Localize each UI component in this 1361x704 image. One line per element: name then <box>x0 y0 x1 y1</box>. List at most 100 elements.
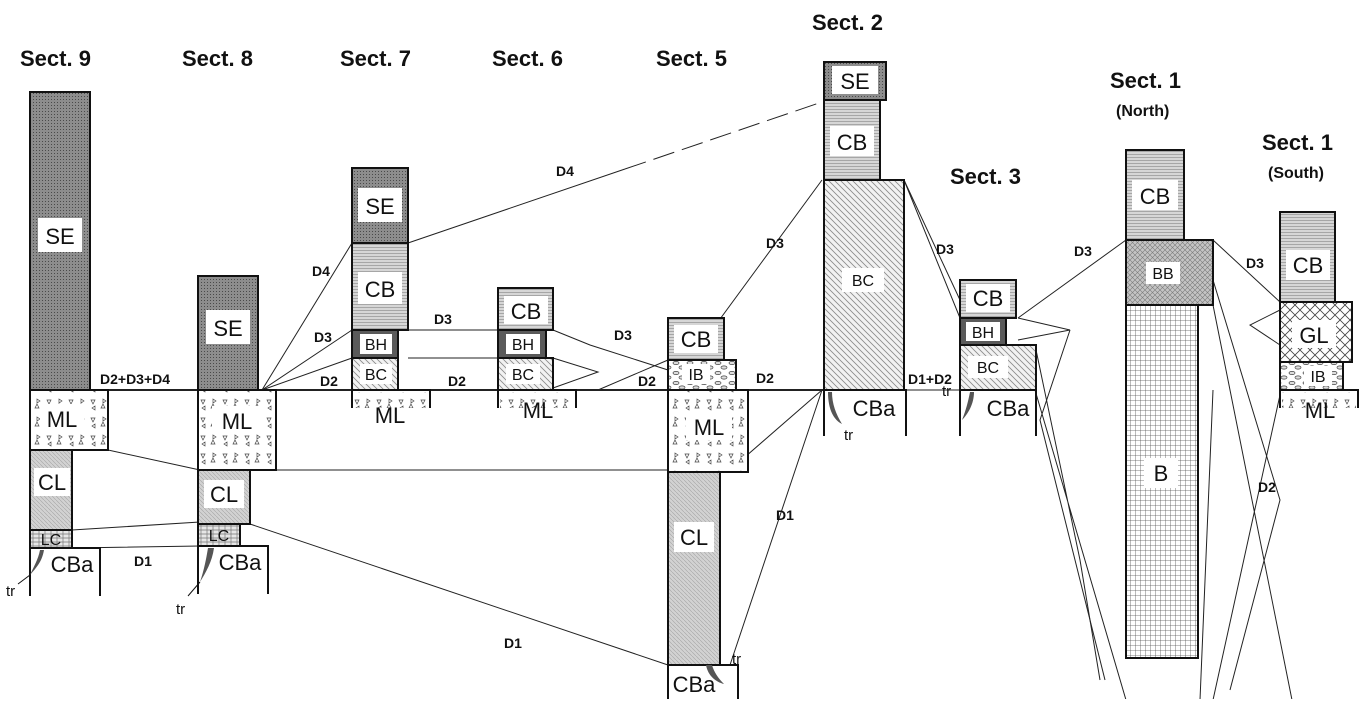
unit-se-label: SE <box>45 224 74 249</box>
unit-ml-label: ML <box>375 403 406 428</box>
disc-label-d2: D2 <box>1258 479 1276 495</box>
d2-line-b <box>1212 279 1281 691</box>
tr-label: tr <box>6 583 15 600</box>
unit-bh-label: BH <box>512 337 534 354</box>
unit-cb-label: CB <box>1293 253 1324 278</box>
tr-label: tr <box>732 651 741 668</box>
disc-label-d3: D3 <box>766 235 784 251</box>
unit-ml-label: ML <box>523 398 554 423</box>
unit-ml <box>497 389 577 408</box>
unit-ml-label: ML <box>222 409 253 434</box>
unit-bc-label: BC <box>852 273 874 290</box>
section-9-title: Sect. 9 <box>20 46 91 71</box>
section-2-title: Sect. 2 <box>812 10 883 35</box>
unit-cba-label: CBa <box>987 396 1031 421</box>
unit-bh-label: BH <box>365 337 387 354</box>
disc-label-d3: D3 <box>614 327 632 343</box>
section-1-north-column: Sect. 1 (North) CB BB B <box>1110 68 1214 659</box>
tr-wedge <box>828 392 842 424</box>
unit-cba-label: CBa <box>219 550 263 575</box>
unit-gl-label: GL <box>1299 323 1328 348</box>
unit-ml-label: ML <box>47 407 78 432</box>
disc-label-d2: D2 <box>638 373 656 389</box>
unit-cb-label: CB <box>681 327 712 352</box>
disc-label-d3: D3 <box>434 311 452 327</box>
section-1-north-title: Sect. 1 <box>1110 68 1181 93</box>
d4-line-solid <box>407 168 626 244</box>
tr-label: tr <box>844 427 853 444</box>
unit-ml <box>351 389 431 408</box>
disc-label-d3: D3 <box>1246 255 1264 271</box>
tr-label: tr <box>176 601 185 618</box>
unit-cl-label: CL <box>680 525 708 550</box>
discontinuity-labels: D2+D3+D4 D1 D4 D3 D2 D3 D2 D4 D3 D2 D1 D… <box>100 163 1276 651</box>
unit-bc-label: BC <box>512 367 534 384</box>
disc-label-d1: D1 <box>504 635 522 651</box>
unit-cba-label: CBa <box>673 672 717 697</box>
d4-line-left <box>261 242 353 391</box>
disc-label-d1: D1 <box>776 507 794 523</box>
d1-line-b <box>1039 329 1106 681</box>
unit-cb-label: CB <box>1140 184 1171 209</box>
unit-cl-label: CL <box>210 482 238 507</box>
unit-cba-label: CBa <box>853 396 897 421</box>
section-8-title: Sect. 8 <box>182 46 253 71</box>
tr-label: tr <box>942 383 951 400</box>
disc-label-d4: D4 <box>556 163 574 179</box>
unit-cb-label: CB <box>837 130 868 155</box>
disc-label-d2: D2 <box>756 370 774 386</box>
section-3-title: Sect. 3 <box>950 164 1021 189</box>
unit-bb-label: BB <box>1152 266 1173 283</box>
d2-lines <box>261 304 1293 701</box>
unit-cb-label: CB <box>973 286 1004 311</box>
tr-wedge <box>30 550 44 575</box>
section-2-column: Sect. 2 SE CB BC CBa tr <box>812 10 907 444</box>
unit-cba <box>823 389 907 436</box>
tr-wedge <box>962 392 974 420</box>
section-1-south-title: Sect. 1 <box>1262 130 1333 155</box>
disc-label-d2d3d4: D2+D3+D4 <box>100 371 170 387</box>
unit-se-label: SE <box>365 194 394 219</box>
unit-bc-label: BC <box>977 360 999 377</box>
unit-ib-label: IB <box>1310 369 1325 386</box>
unit-ml <box>1279 389 1359 408</box>
unit-cl-label: CL <box>38 470 66 495</box>
section-9-column: Sect. 9 SE ML CL LC CBa tr <box>6 46 109 600</box>
section-5-column: Sect. 5 CB IB ML CL CBa tr <box>656 46 749 699</box>
unit-b-label: B <box>1154 461 1169 486</box>
unit-ml-label: ML <box>694 415 725 440</box>
section-1-south-subtitle: (South) <box>1268 165 1324 182</box>
tr-wedge <box>706 665 724 684</box>
unit-se-label: SE <box>213 316 242 341</box>
tr-wedge <box>200 548 214 582</box>
disc-label-d2: D2 <box>448 373 466 389</box>
section-7-column: Sect. 7 SE CB BH BC ML <box>340 46 431 428</box>
disc-label-d2: D2 <box>320 373 338 389</box>
unit-cb-label: CB <box>365 277 396 302</box>
unit-cba <box>197 545 269 594</box>
unit-cba <box>667 664 739 699</box>
unit-cba <box>959 389 1037 436</box>
unit-se-label: SE <box>840 69 869 94</box>
section-6-title: Sect. 6 <box>492 46 563 71</box>
unit-ib-label: IB <box>688 367 703 384</box>
d4-line-dashed <box>624 101 823 170</box>
unit-cba <box>29 547 101 596</box>
disc-label-d3: D3 <box>936 241 954 257</box>
disc-label-d3: D3 <box>314 329 332 345</box>
unit-cba-label: CBa <box>51 552 95 577</box>
section-5-title: Sect. 5 <box>656 46 727 71</box>
section-1-south-column: Sect. 1 (South) CB GL IB ML <box>1262 130 1359 423</box>
section-8-column: Sect. 8 SE ML CL LC CBa tr <box>176 46 277 618</box>
d3-line-b <box>903 179 961 301</box>
section-6-column: Sect. 6 CB BH BC ML <box>492 46 577 423</box>
disc-label-d1d2: D1+D2 <box>908 371 952 387</box>
unit-lc-label: LC <box>41 532 61 549</box>
section-3-column: Sect. 3 CB BH BC CBa tr <box>942 164 1037 436</box>
section-7-title: Sect. 7 <box>340 46 411 71</box>
disc-label-d1: D1 <box>134 553 152 569</box>
unit-ml-label: ML <box>1305 398 1336 423</box>
unit-bh-label: BH <box>972 325 994 342</box>
